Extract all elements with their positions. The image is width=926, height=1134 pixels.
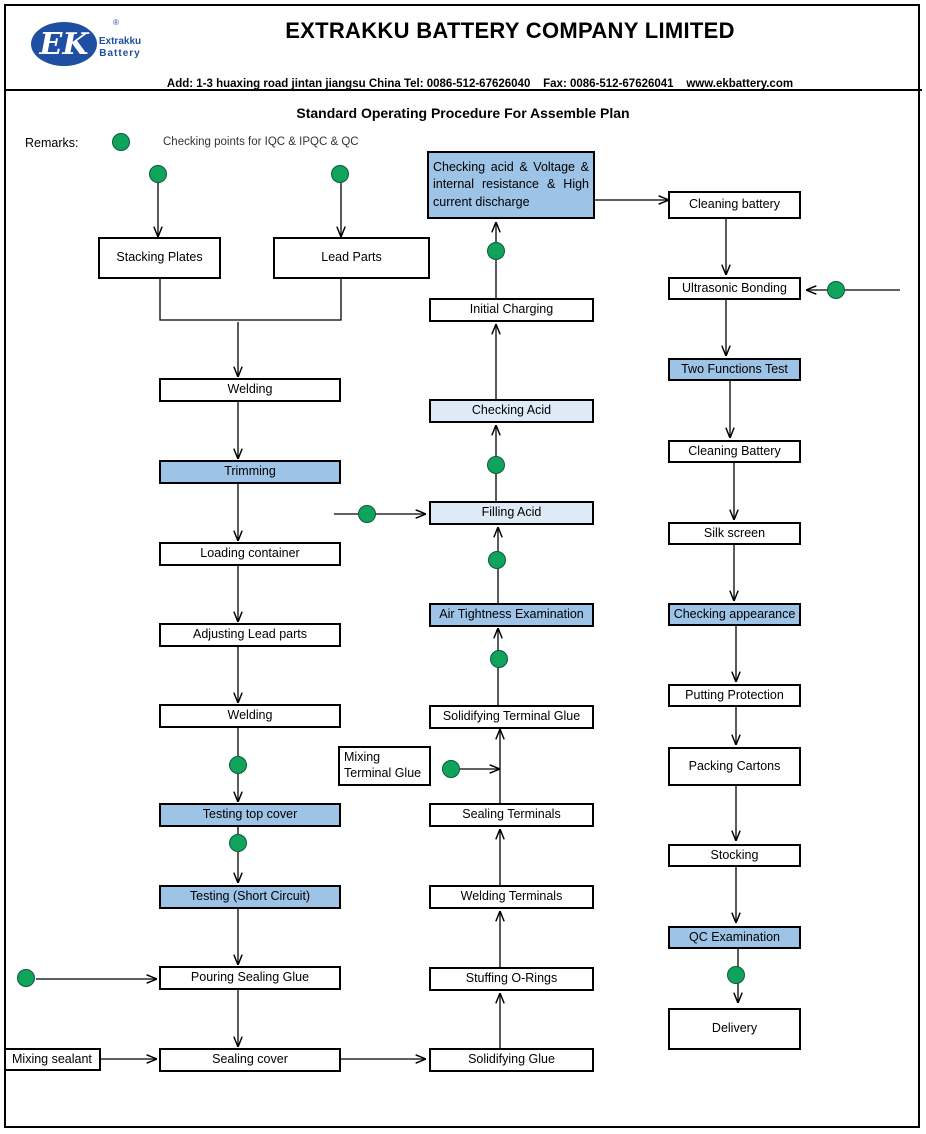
checkpoint-icon — [488, 551, 506, 569]
step-delivery: Delivery — [668, 1008, 801, 1050]
svg-text:Extrakku: Extrakku — [99, 36, 141, 47]
checkpoint-legend-icon — [112, 133, 130, 151]
checkpoint-icon — [331, 165, 349, 183]
header-rule — [4, 89, 922, 91]
step-stocking: Stocking — [668, 844, 801, 867]
checkpoint-icon — [358, 505, 376, 523]
checkpoint-icon — [727, 966, 745, 984]
checkpoint-icon — [229, 756, 247, 774]
page-frame — [4, 4, 920, 1128]
step-sealing-terminals: Sealing Terminals — [429, 803, 594, 827]
step-testing-short-circuit: Testing (Short Circuit) — [159, 885, 341, 909]
step-mixing-sealant: Mixing sealant — [4, 1048, 101, 1071]
step-mixing-terminal-glue: Mixing Terminal Glue — [338, 746, 431, 786]
checkpoint-icon — [487, 242, 505, 260]
checkpoint-icon — [490, 650, 508, 668]
step-welding-terminals: Welding Terminals — [429, 885, 594, 909]
company-name: EXTRAKKU BATTERY COMPANY LIMITED — [285, 18, 735, 43]
step-sealing-cover: Sealing cover — [159, 1048, 341, 1072]
step-cleaning-battery-2: Cleaning Battery — [668, 440, 801, 463]
step-air-tightness-examination: Air Tightness Examination — [429, 603, 594, 627]
remarks-label: Remarks: — [25, 136, 79, 150]
checkpoint-icon — [17, 969, 35, 987]
checkpoint-icon — [229, 834, 247, 852]
remarks-legend-text: Checking points for IQC & IPQC & QC — [163, 136, 359, 148]
step-silk-screen: Silk screen — [668, 522, 801, 545]
address-line: Add: 1-3 huaxing road jintan jiangsu Chi… — [166, 78, 794, 90]
step-putting-protection: Putting Protection — [668, 684, 801, 707]
checkpoint-icon — [827, 281, 845, 299]
step-initial-charging: Initial Charging — [429, 298, 594, 322]
step-filling-acid: Filling Acid — [429, 501, 594, 525]
step-solidifying-glue: Solidifying Glue — [429, 1048, 594, 1072]
step-stuffing-o-rings: Stuffing O-Rings — [429, 967, 594, 991]
step-checking-appearance: Checking appearance — [668, 603, 801, 626]
document-title: Standard Operating Procedure For Assembl… — [296, 105, 630, 121]
step-loading-container: Loading container — [159, 542, 341, 566]
step-trimming: Trimming — [159, 460, 341, 484]
svg-text:®: ® — [113, 18, 119, 27]
step-welding-2: Welding — [159, 704, 341, 728]
merge-connector — [159, 278, 342, 321]
step-lead-parts: Lead Parts — [273, 237, 430, 279]
step-testing-top-cover: Testing top cover — [159, 803, 341, 827]
checkpoint-icon — [487, 456, 505, 474]
step-two-functions-test: Two Functions Test — [668, 358, 801, 381]
step-welding-1: Welding — [159, 378, 341, 402]
checkpoint-icon — [149, 165, 167, 183]
ek-logo-icon: EK Extrakku Battery ® — [31, 18, 141, 66]
svg-text:EK: EK — [39, 27, 91, 62]
step-adjusting-lead-parts: Adjusting Lead parts — [159, 623, 341, 647]
step-pouring-sealing-glue: Pouring Sealing Glue — [159, 966, 341, 990]
step-ultrasonic-bonding: Ultrasonic Bonding — [668, 277, 801, 300]
step-checking-acid: Checking Acid — [429, 399, 594, 423]
step-packing-cartons: Packing Cartons — [668, 747, 801, 786]
step-qc-examination: QC Examination — [668, 926, 801, 949]
step-cleaning-battery-1: Cleaning battery — [668, 191, 801, 219]
company-logo: EK Extrakku Battery ® — [28, 16, 150, 72]
step-solidifying-terminal-glue: Solidifying Terminal Glue — [429, 705, 594, 729]
checkpoint-icon — [442, 760, 460, 778]
svg-text:Battery: Battery — [99, 48, 140, 59]
step-stacking-plates: Stacking Plates — [98, 237, 221, 279]
step-checking-acid-voltage: Checking acid & Voltage & internal resis… — [427, 151, 595, 219]
